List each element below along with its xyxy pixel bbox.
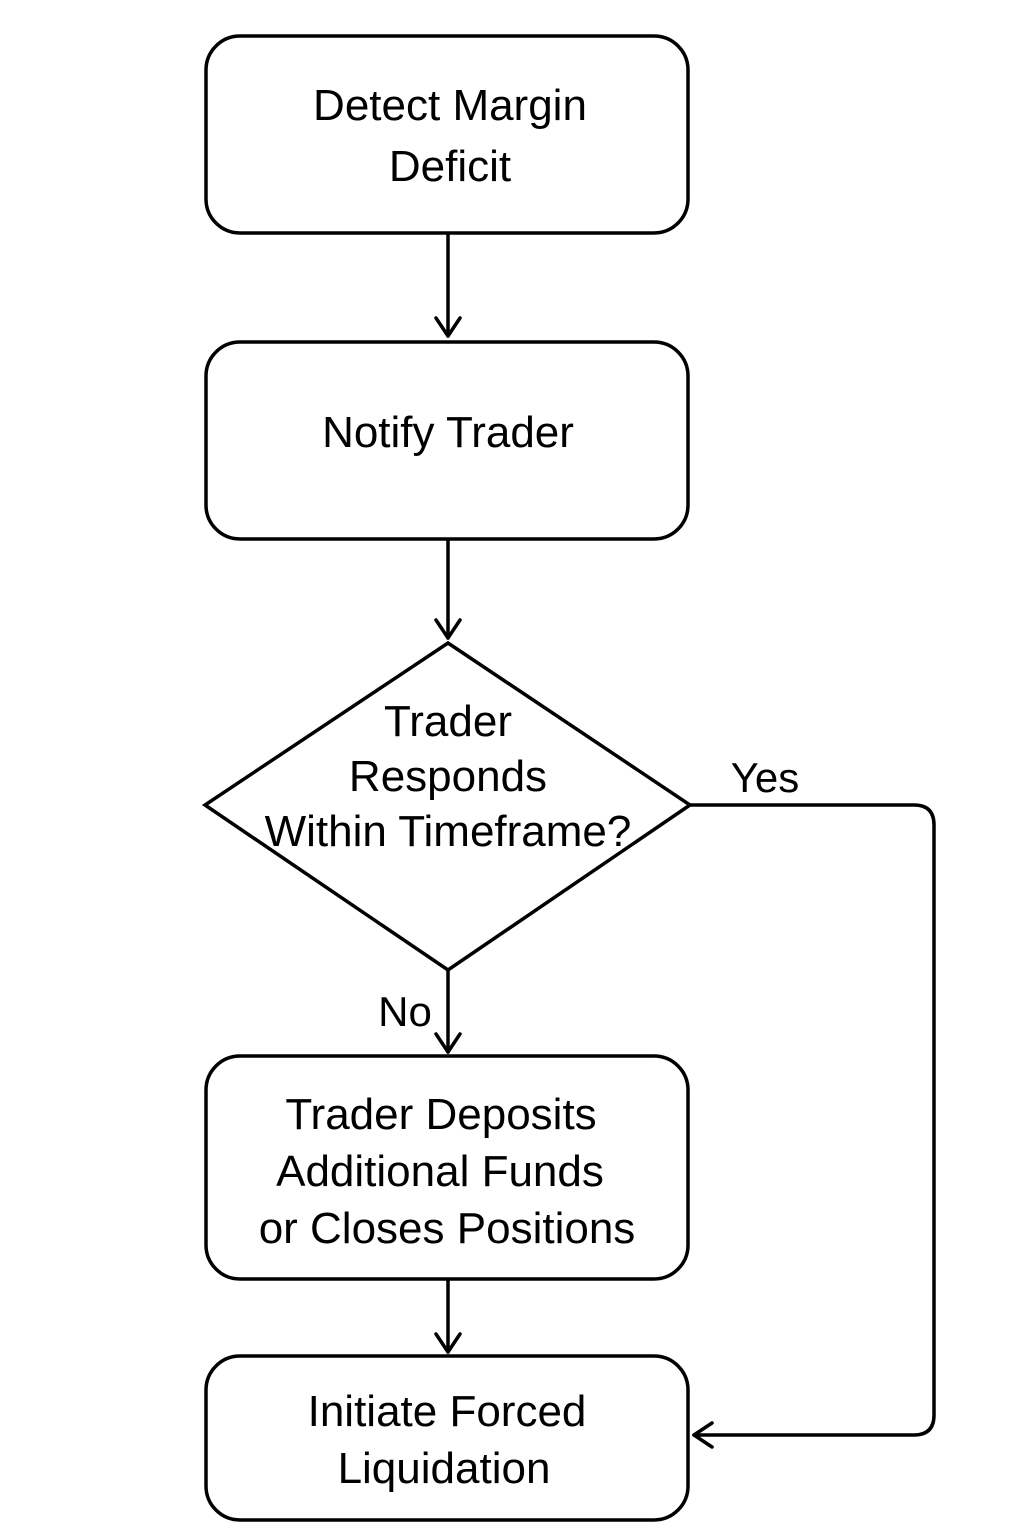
node-liquidate-label-line-2: Liquidation xyxy=(338,1444,551,1493)
node-deposit-label-line-3: or Closes Positions xyxy=(259,1204,636,1253)
node-trader-deposits: Trader Deposits Additional Funds or Clos… xyxy=(204,1054,690,1281)
edge-label-no: No xyxy=(378,988,432,1035)
node-notify-trader: Notify Trader xyxy=(204,340,690,541)
node-decision-trader-responds: Trader Responds Within Timeframe? xyxy=(201,640,694,973)
decision-label-line-3: Within Timeframe? xyxy=(265,807,632,856)
decision-label-line-2: Responds xyxy=(349,752,547,801)
node-notify-label: Notify Trader xyxy=(322,408,574,457)
node-detect-label-line-1: Detect Margin xyxy=(313,81,587,130)
node-initiate-forced-liquidation: Initiate Forced Liquidation xyxy=(204,1354,690,1522)
edge-deposit-to-liquidation xyxy=(434,1278,462,1354)
decision-label-line-1: Trader xyxy=(384,697,512,746)
node-deposit-label-line-2: Additional Funds xyxy=(276,1147,604,1196)
edge-decision-yes: Yes xyxy=(688,754,936,1449)
node-deposit-label-line-1: Trader Deposits xyxy=(285,1090,596,1139)
node-liquidate-box xyxy=(204,1354,690,1522)
node-detect-label-line-2: Deficit xyxy=(389,142,511,191)
node-detect-margin-deficit: Detect Margin Deficit xyxy=(204,34,690,235)
edge-decision-no: No xyxy=(378,968,462,1054)
node-detect-box xyxy=(204,34,690,235)
edge-label-yes: Yes xyxy=(731,754,800,801)
node-liquidate-label-line-1: Initiate Forced xyxy=(308,1387,587,1436)
edge-detect-to-notify xyxy=(434,232,462,338)
edge-notify-to-decision xyxy=(434,538,462,640)
